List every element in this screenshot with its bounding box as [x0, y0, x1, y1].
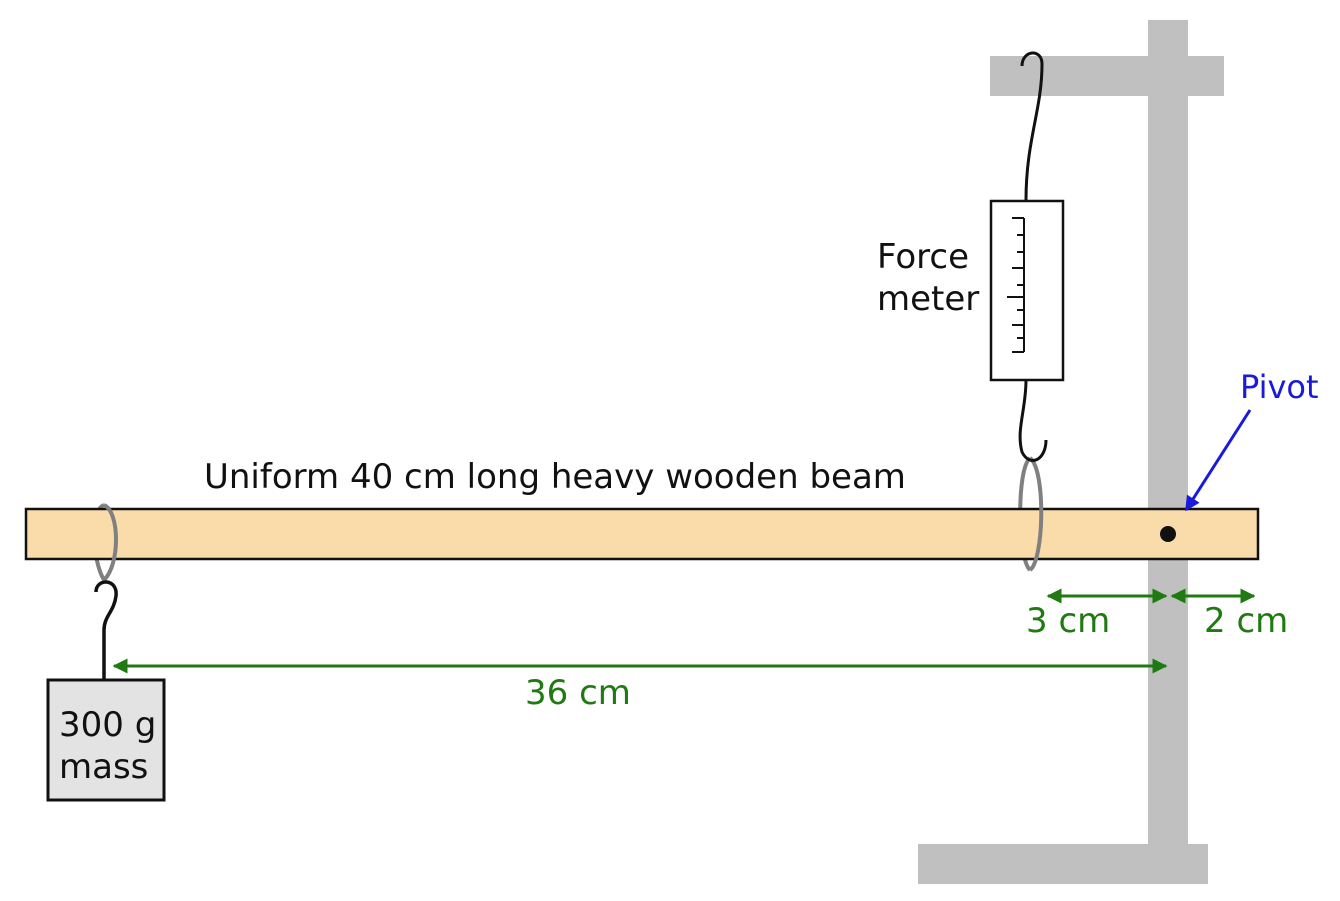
force-meter-scale — [1007, 217, 1025, 353]
pivot-point — [1160, 526, 1176, 542]
force-meter-label-line2: meter — [877, 279, 979, 319]
wooden-beam — [24, 507, 1260, 561]
mass-assembly — [46, 580, 166, 802]
dimension-label-2cm: 2 cm — [1204, 601, 1288, 641]
retort-stand — [918, 20, 1224, 884]
top-hook — [1020, 51, 1044, 201]
mass-label-line1: 300 g — [59, 705, 156, 745]
dimension-arrows — [112, 588, 1256, 674]
beam-label: Uniform 40 cm long heavy wooden beam — [204, 457, 906, 497]
stand-rod — [1148, 20, 1188, 850]
force-meter-label-line1: Force — [877, 237, 969, 277]
force-meter-body — [989, 199, 1065, 382]
mass-hook — [94, 580, 118, 680]
pivot-label: Pivot — [1240, 368, 1319, 406]
pivot-pointer-arrow — [1184, 409, 1252, 512]
rings-front — [102, 456, 1044, 582]
dimension-label-3cm: 3 cm — [1026, 601, 1110, 641]
mass-block — [46, 678, 166, 802]
right-ring-front — [1028, 456, 1044, 572]
left-ring-front — [102, 503, 118, 582]
dimension-label-36cm: 36 cm — [525, 673, 631, 713]
stand-base — [918, 844, 1208, 884]
bottom-hook — [1018, 379, 1048, 462]
force-meter-assembly — [989, 51, 1065, 462]
stand-top-arm — [990, 56, 1224, 96]
mass-label-line2: mass — [59, 747, 148, 787]
